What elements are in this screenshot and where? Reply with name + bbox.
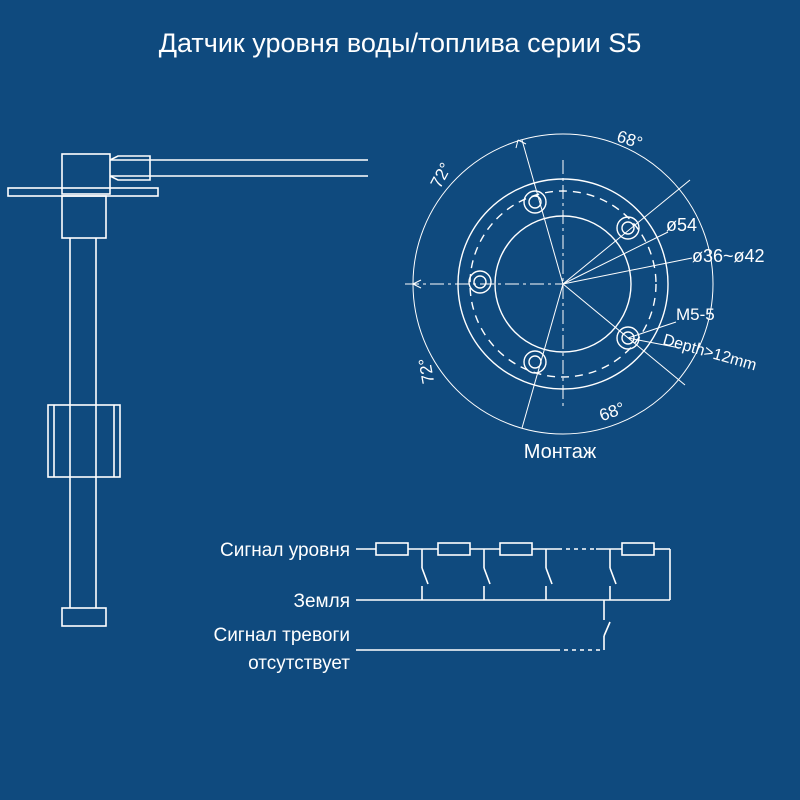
angle-top-label: 68° [615, 127, 645, 153]
screw-hole-upper-right [616, 216, 640, 240]
alarm-label-line2: отсутствует [248, 653, 350, 674]
resistor-3 [499, 542, 533, 556]
reed-switch-1 [421, 549, 429, 600]
screw-hole-top [523, 190, 547, 214]
screw-hole-left [468, 270, 492, 294]
leader-d54 [562, 231, 669, 285]
mounting-caption: Монтаж [524, 441, 597, 463]
resistor-1 [375, 542, 409, 556]
arc-tick-top-left [515, 139, 527, 149]
arc-tick-left [412, 279, 422, 289]
screw-hole-lower-right [616, 326, 640, 350]
reed-switch-4 [609, 549, 617, 600]
angle-lower-left-label: 72° [415, 357, 438, 386]
level-signal-label: Сигнал уровня [220, 540, 350, 561]
sensor-side-view [7, 153, 368, 627]
dimension-bore: ø36~ø42 [692, 246, 765, 266]
sensor-flange [7, 187, 159, 197]
ground-label: Земля [294, 591, 350, 612]
sensor-float [47, 404, 121, 478]
reed-switch-3 [545, 549, 553, 600]
sensor-connector-bend [109, 155, 151, 181]
resistor-4 [621, 542, 655, 556]
leader-depth [627, 337, 681, 349]
dimension-thread: M5-5 [676, 305, 715, 324]
alarm-label-line1: Сигнал тревоги [213, 625, 350, 646]
sensor-upper-body [61, 195, 107, 239]
radial-line-lower-right [562, 283, 686, 386]
alarm-switch [603, 600, 611, 650]
dimension-hole-circle: ø54 [666, 215, 697, 235]
dimension-depth: Depth>12mm [661, 332, 758, 375]
wiring-schematic [356, 542, 671, 651]
angle-upper-left-label: 72° [427, 160, 456, 192]
leader-d36-42 [562, 257, 693, 285]
radial-line-upper-right [562, 179, 691, 285]
page-title: Датчик уровня воды/топлива серии S5 [159, 28, 642, 58]
mounting-view [405, 133, 714, 435]
sensor-end-cap [61, 607, 107, 627]
radial-line-upper-left [521, 139, 564, 285]
sensor-connector [61, 153, 111, 195]
leader-thread [627, 321, 677, 339]
reed-switch-2 [483, 549, 491, 600]
radial-line-lower-left [521, 283, 564, 429]
resistor-2 [437, 542, 471, 556]
